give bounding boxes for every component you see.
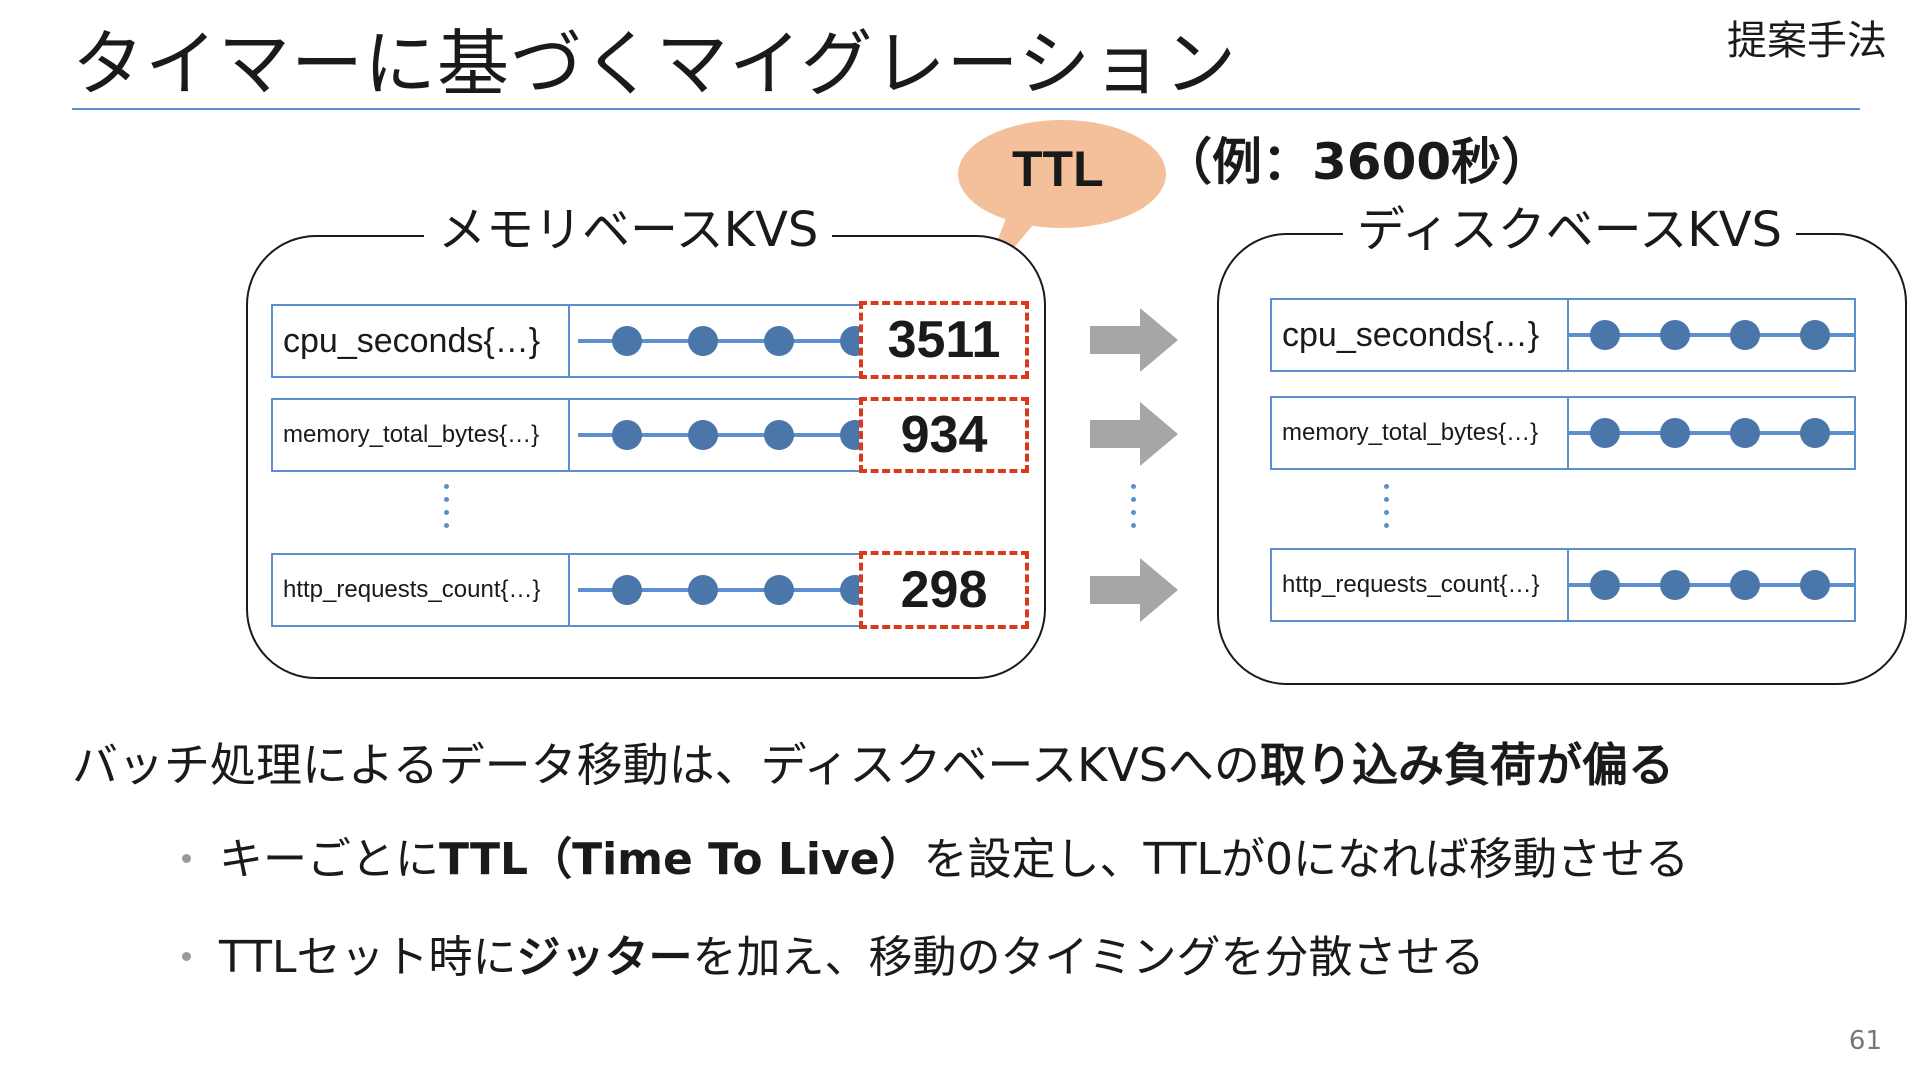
data-point (612, 326, 642, 356)
disk-row-http: http_requests_count{…} (1270, 548, 1856, 622)
ellipsis-dots (1131, 484, 1137, 536)
row-label: http_requests_count{…} (283, 576, 541, 603)
data-point (1590, 418, 1620, 448)
ellipsis-dots (1384, 484, 1390, 536)
bullet-emphasis: ジッター (516, 932, 693, 983)
migrate-arrow (1090, 558, 1180, 622)
title-divider (72, 108, 1860, 110)
data-point (764, 575, 794, 605)
data-point (1730, 570, 1760, 600)
bullet-dot-icon (182, 853, 191, 863)
memory-kvs-title: メモリベースKVS (424, 200, 833, 260)
data-point (1660, 418, 1690, 448)
lead-plain: バッチ処理によるデータ移動は、ディスクベースKVSへの (72, 738, 1260, 792)
page-number: 61 (1848, 1026, 1882, 1056)
ttl-value-box: 3511 (859, 301, 1029, 379)
data-point (1730, 418, 1760, 448)
migrate-arrow (1090, 308, 1180, 372)
bullet-dot-icon (182, 951, 191, 961)
bubble-label: TTL (1012, 141, 1104, 197)
data-point (1730, 320, 1760, 350)
data-point (1800, 320, 1830, 350)
migrate-arrow (1090, 402, 1180, 466)
series-line (1569, 333, 1854, 337)
row-label: cpu_seconds{…} (283, 321, 541, 360)
series-line (1569, 583, 1854, 587)
data-point (1800, 418, 1830, 448)
ttl-example: （例：3600秒） (1162, 133, 1552, 191)
data-point (688, 326, 718, 356)
ttl-value-box: 934 (859, 397, 1029, 473)
bullet-post: を設定し、TTLが0になれば移動させる (923, 834, 1690, 885)
bullet-emphasis: TTL（Time To Live） (439, 834, 924, 885)
row-label: cpu_seconds{…} (1282, 315, 1540, 354)
row-label: http_requests_count{…} (1282, 571, 1540, 598)
series-line (1569, 431, 1854, 435)
data-point (764, 326, 794, 356)
disk-row-cpu: cpu_seconds{…} (1270, 298, 1856, 372)
bullet-pre: キーごとに (219, 834, 439, 885)
ttl-value-box: 298 (859, 551, 1029, 629)
lead-emphasis: 取り込み負荷が偏る (1259, 738, 1674, 792)
data-point (764, 420, 794, 450)
row-label: memory_total_bytes{…} (283, 421, 540, 448)
data-point (1800, 570, 1830, 600)
row-label: memory_total_bytes{…} (1282, 419, 1539, 446)
lead-sentence: バッチ処理によるデータ移動は、ディスクベースKVSへの取り込み負荷が偏る (72, 733, 1674, 797)
bullet-pre: TTLセット時に (219, 932, 517, 983)
data-point (688, 420, 718, 450)
section-label: 提案手法 (1727, 18, 1887, 64)
data-point (1660, 320, 1690, 350)
bullet-item: キーごとにTTL（Time To Live）を設定し、TTLが0になれば移動させ… (182, 830, 1689, 890)
slide-title: タイマーに基づくマイグレーション (72, 22, 1238, 106)
bullet-post: を加え、移動のタイミングを分散させる (692, 932, 1485, 983)
data-point (1590, 570, 1620, 600)
bullet-item: TTLセット時にジッターを加え、移動のタイミングを分散させる (182, 928, 1485, 988)
data-point (612, 420, 642, 450)
data-point (612, 575, 642, 605)
data-point (1590, 320, 1620, 350)
disk-row-memory: memory_total_bytes{…} (1270, 396, 1856, 470)
data-point (1660, 570, 1690, 600)
data-point (688, 575, 718, 605)
ellipsis-dots (444, 484, 450, 536)
disk-kvs-title: ディスクベースKVS (1343, 200, 1797, 260)
